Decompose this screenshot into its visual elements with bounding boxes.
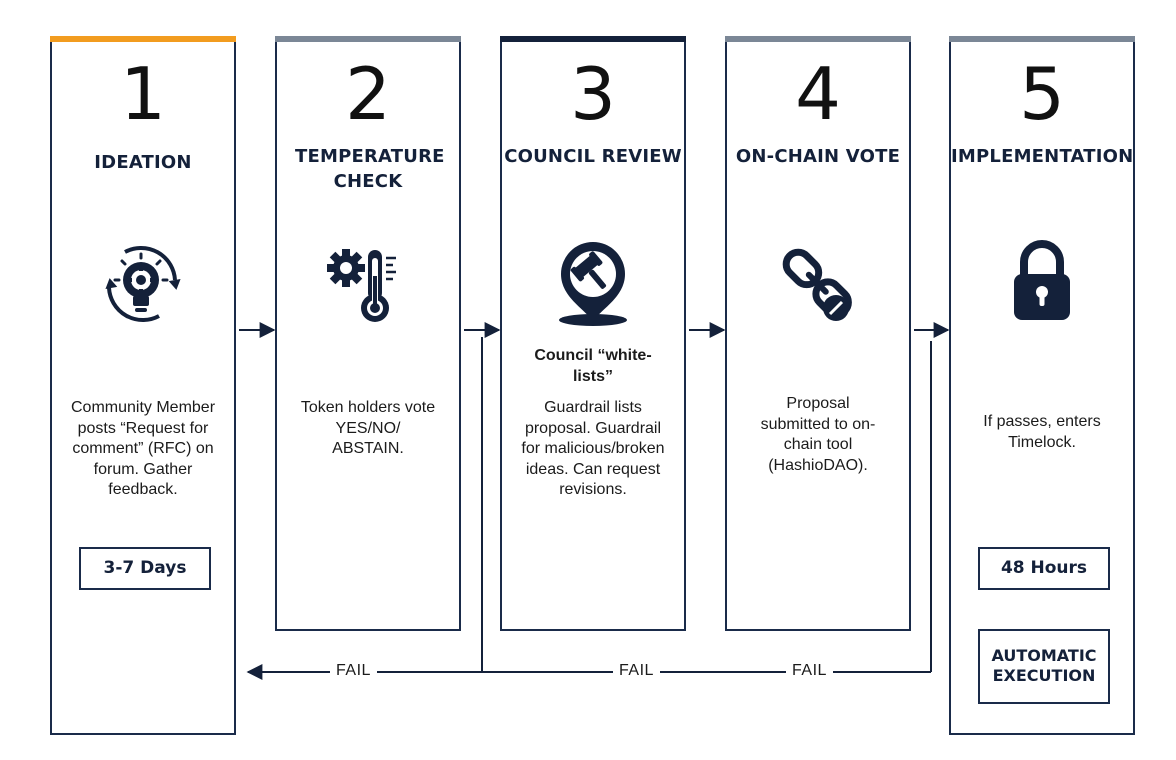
stage-on-chain-vote: 4 ON-CHAIN VOTE Proposal submitted to on…: [725, 36, 911, 631]
stage-description: If passes, enters Timelock.: [983, 413, 1101, 451]
stage-council-review: 3 COUNCIL REVIEW Council “white-lists” G…: [500, 36, 686, 631]
stage-top-bar: [725, 36, 911, 42]
stage-implementation: 5 IMPLEMENTATION If passes, enters Timel…: [949, 36, 1135, 735]
stage-top-bar: [500, 36, 686, 42]
stage-description: Token holders vote YES/NO/ ABSTAIN.: [300, 399, 436, 457]
stage-number: 5: [1019, 52, 1065, 136]
padlock-icon: [951, 236, 1133, 324]
gear-thermometer-icon: [277, 246, 459, 326]
gavel-pin-icon: [502, 236, 684, 328]
stage-description-emphasis: Council “white-lists”: [522, 346, 664, 387]
stage-title: TEMPERATURE CHECK: [295, 146, 445, 192]
stage-title: IMPLEMENTATION: [951, 146, 1134, 167]
stage-number: 1: [120, 52, 166, 136]
stage-top-bar: [50, 36, 236, 42]
lightbulb-gear-cycle-icon: [52, 236, 234, 332]
stage-number: 4: [795, 52, 841, 136]
stage-number: 2: [345, 52, 391, 136]
fail-label: FAIL: [613, 662, 660, 680]
automatic-execution-badge: AUTOMATIC EXECUTION: [978, 629, 1110, 704]
duration-badge: 48 Hours: [978, 547, 1110, 590]
stage-title: COUNCIL REVIEW: [504, 146, 682, 167]
stage-number: 3: [570, 52, 616, 136]
stage-title: IDEATION: [94, 152, 192, 173]
stage-description: Community Member posts “Request for comm…: [70, 399, 216, 498]
stage-top-bar: [275, 36, 461, 42]
stage-top-bar: [949, 36, 1135, 42]
duration-badge: 3-7 Days: [79, 547, 211, 590]
stage-description: Proposal submitted to on-chain tool (Has…: [760, 395, 876, 474]
chain-link-icon: [727, 242, 909, 326]
fail-label: FAIL: [786, 662, 833, 680]
stage-ideation: 1 IDEATION: [50, 36, 236, 735]
council-whitelists-label: Council “white-lists”: [534, 347, 652, 385]
stage-title: ON-CHAIN VOTE: [735, 146, 901, 167]
stage-temperature-check: 2 TEMPERATURE CHECK: [275, 36, 461, 631]
fail-label: FAIL: [330, 662, 377, 680]
stage-description: Guardrail lists proposal. Guardrail for …: [521, 399, 665, 498]
